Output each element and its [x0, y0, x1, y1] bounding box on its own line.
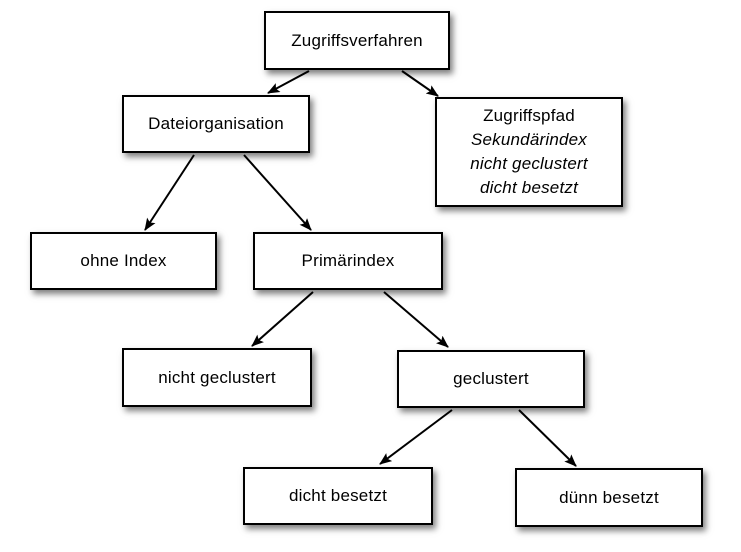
edge-primaerindex-nicht-geclustert [251, 291, 314, 347]
node-label: Zugriffsverfahren [291, 30, 423, 50]
node-label: dicht besetzt [288, 486, 388, 505]
node-label-line4: dicht besetzt [479, 178, 579, 197]
node-nicht-geclustert: nicht geclustert [122, 348, 312, 407]
node-zugriffsverfahren: Zugriffsverfahren [264, 11, 450, 70]
edge-dateiorganisation-primaerindex [243, 154, 312, 231]
node-label: Primärindex [301, 251, 395, 270]
node-duenn-besetzt: dünn besetzt [515, 468, 703, 527]
edge-zugriffsverfahren-zugriffspfad [401, 70, 439, 97]
node-geclustert: geclustert [397, 350, 585, 408]
edge-primaerindex-geclustert [383, 291, 449, 348]
node-dateiorganisation: Dateiorganisation [122, 95, 310, 153]
edge-dateiorganisation-ohne-index [144, 154, 195, 231]
edge-zugriffsverfahren-dateiorganisation [267, 70, 310, 94]
node-label: geclustert [453, 369, 529, 388]
node-label: ohne Index [80, 251, 167, 270]
node-primaerindex: Primärindex [253, 232, 443, 290]
node-ohne-index: ohne Index [30, 232, 217, 290]
node-label-line1: Zugriffspfad [483, 106, 575, 125]
edge-geclustert-dicht-besetzt [379, 409, 453, 465]
node-label: nicht geclustert [158, 367, 276, 387]
node-label-line2: Sekundärindex [470, 130, 587, 149]
edge-geclustert-duenn-besetzt [518, 409, 577, 467]
node-label: Dateiorganisation [148, 114, 284, 133]
node-label-line3: nicht geclustert [470, 154, 588, 173]
node-zugriffspfad: Zugriffspfad Sekundärindex nicht geclust… [435, 97, 623, 207]
node-dicht-besetzt: dicht besetzt [243, 467, 433, 525]
node-label: dünn besetzt [559, 487, 659, 507]
